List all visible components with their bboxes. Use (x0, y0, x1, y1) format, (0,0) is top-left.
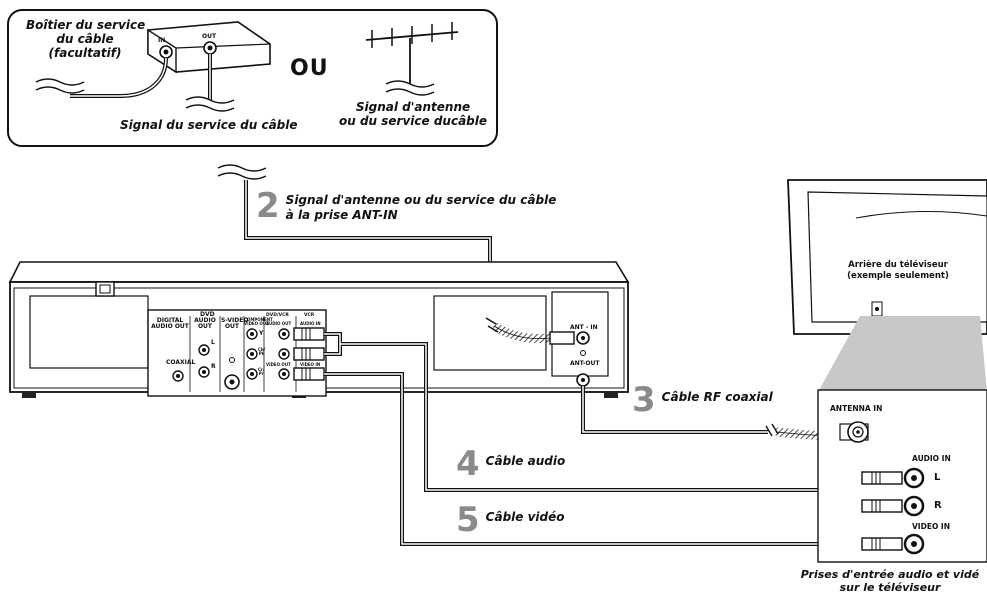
panel-audio-out-2: AUDIO OUT (266, 321, 292, 326)
tv-rear-label: Arrière du téléviseur (exemple seulement… (847, 260, 949, 281)
panel-l-label: L (211, 339, 215, 346)
video-plug-recorder (293, 367, 325, 381)
panel-ant-out-label: ANT-OUT (570, 360, 600, 367)
step-5-number: 5 (456, 500, 480, 540)
panel-dvd-label: DVD (200, 311, 215, 318)
panel-y-label: Y (259, 330, 264, 337)
step-4-number: 4 (456, 444, 480, 484)
signal-source-box (7, 9, 498, 147)
tv-antenna-in-label: ANTENNA IN (830, 404, 883, 413)
step-4: 4 Câble audio (456, 444, 566, 484)
step-2: 2 Signal d'antenne ou du service du câbl… (256, 186, 557, 226)
step-4-label: Câble audio (485, 454, 566, 468)
panel-vcr-label: VCR (304, 313, 315, 318)
panel-video-out: VIDEO OUT (266, 362, 291, 367)
panel-ant-in-label: ANT - IN (570, 324, 598, 331)
tv-r-label: R (934, 500, 942, 511)
panel-cb-pb-label: Cb/ Pb (258, 347, 266, 356)
cable-box-out-label: OUT (202, 33, 217, 40)
step-3-number: 3 (632, 380, 656, 420)
panel-cr-pr-label: Cr/ Pr (258, 367, 265, 376)
panel-audio-out: AUDIO OUT (194, 317, 216, 330)
antenna-icon (365, 22, 459, 96)
step-2-label-line1: Signal d'antenne ou du service du câble (285, 193, 557, 207)
antenna-signal-label: Signal d'antenne ou du service ducâble (338, 100, 488, 128)
step-2-label-line2: à la prise ANT-IN (285, 208, 398, 222)
step-5: 5 Câble vidéo (456, 500, 565, 540)
cable-signal-label: Signal du service du câble (120, 118, 298, 132)
panel-r-label: R (211, 363, 216, 370)
cable-box (147, 21, 271, 74)
video-cable (324, 372, 862, 546)
tv-video-plug (861, 533, 925, 555)
television-rear (787, 179, 987, 392)
panel-component-video-out: COMPONENT VIDEO OUT (244, 317, 273, 326)
panel-video-in: VIDEO IN (300, 362, 321, 367)
tv-l-label: L (934, 472, 941, 483)
panel-s-video-out: S-VIDEO OUT (221, 317, 249, 330)
step-3: 3 Câble RF coaxial (632, 380, 773, 420)
tv-audio-in-label: AUDIO IN (912, 454, 951, 463)
step-5-label: Câble vidéo (485, 510, 565, 524)
tv-video-in-label: VIDEO IN (912, 522, 950, 531)
panel-coaxial-label: COAXIAL (166, 359, 196, 366)
or-label: OU (290, 56, 329, 81)
tv-caption: Prises d'entrée audio et vidé sur le tél… (800, 568, 980, 594)
panel-audio-in: AUDIO IN (300, 321, 321, 326)
cable-box-label: Boîtier du service du câble (facultatif) (26, 18, 146, 60)
panel-digital-audio-out: DIGITAL AUDIO OUT (151, 317, 189, 330)
step-2-number: 2 (256, 186, 280, 226)
panel-dvd-vcr-label: DVD/VCR (266, 313, 289, 318)
step-3-label: Câble RF coaxial (661, 390, 773, 404)
cable-box-in-label: IN (158, 37, 166, 44)
tv-audio-plugs (861, 467, 925, 517)
